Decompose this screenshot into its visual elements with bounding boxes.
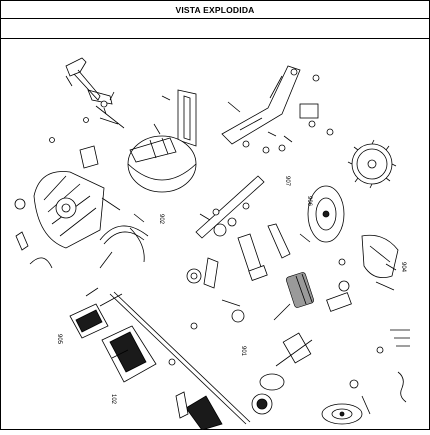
part-label-905: 905 bbox=[56, 334, 62, 345]
part-label-902: 902 bbox=[158, 214, 164, 225]
title-bar: VISTA EXPLODIDA bbox=[1, 1, 429, 19]
center-clamp bbox=[186, 257, 245, 323]
part-label-906: 906 bbox=[306, 196, 312, 207]
battery-pack-upper bbox=[69, 287, 109, 339]
handle-bar bbox=[221, 65, 319, 145]
part-label-901: 901 bbox=[240, 346, 246, 357]
part-label-102: 102 bbox=[110, 394, 116, 405]
blank-header-row bbox=[1, 19, 429, 39]
blade-guard bbox=[361, 234, 399, 279]
battery-pack-lower bbox=[101, 325, 157, 383]
bottom-right-disc bbox=[321, 403, 363, 425]
motor-cover bbox=[307, 185, 345, 243]
bottom-handle bbox=[175, 391, 223, 431]
armature bbox=[286, 272, 352, 312]
rotor-stack bbox=[251, 332, 313, 415]
base-plate bbox=[33, 171, 105, 249]
shaft-assembly bbox=[195, 175, 291, 281]
exploded-view-diagram: 906 907 905 904 902 901 102 bbox=[0, 38, 430, 431]
left-small-parts bbox=[14, 145, 99, 269]
fence-rail bbox=[177, 89, 197, 147]
long-rod bbox=[109, 291, 251, 425]
exploded-view-drawing: 906 907 905 904 902 901 102 bbox=[14, 57, 410, 431]
guard-arc bbox=[99, 225, 149, 263]
saw-blade bbox=[347, 139, 397, 189]
handle-lever-assembly bbox=[65, 57, 125, 129]
page-title: VISTA EXPLODIDA bbox=[175, 4, 255, 15]
scattered-fasteners bbox=[49, 68, 384, 366]
part-labels: 906 907 905 904 902 901 102 bbox=[56, 176, 406, 405]
motor-housing bbox=[127, 135, 197, 193]
part-label-907: 907 bbox=[284, 176, 290, 187]
leader-lines bbox=[65, 75, 397, 321]
right-side-fasteners bbox=[349, 329, 410, 415]
part-label-904: 904 bbox=[400, 262, 406, 273]
